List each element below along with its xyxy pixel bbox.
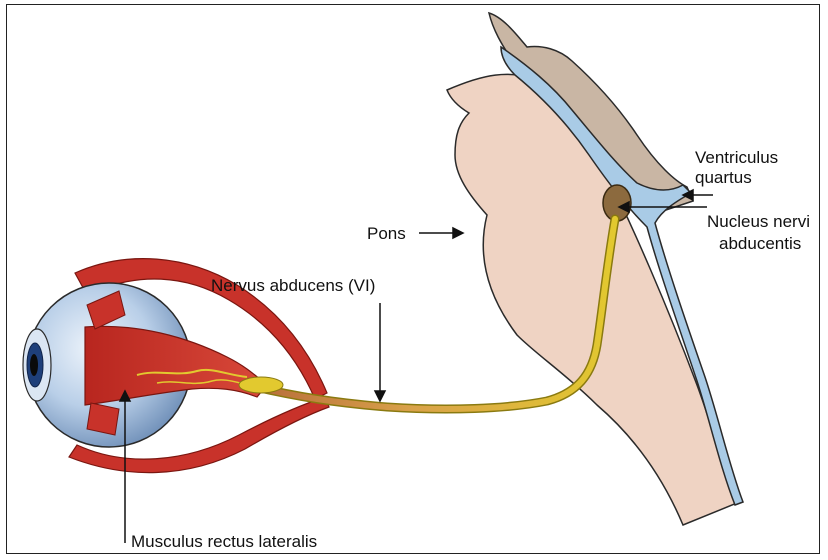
label-nucleus-line1: Nucleus nervi	[707, 212, 810, 231]
label-nucleus-line2: abducentis	[719, 234, 801, 253]
abducens-nerve-diagram: Ventriculus quartus Nucleus nervi abduce…	[7, 5, 820, 554]
label-ventriculus-line1: Ventriculus	[695, 148, 778, 167]
label-musculus-rectus: Musculus rectus lateralis	[131, 532, 317, 551]
pupil-icon	[30, 354, 38, 376]
muscle-stub-bottom	[87, 403, 119, 435]
label-pons: Pons	[367, 224, 406, 243]
nerve-entry-swelling	[239, 377, 283, 393]
diagram-frame: Ventriculus quartus Nucleus nervi abduce…	[6, 4, 820, 554]
label-nervus-abducens: Nervus abducens (VI)	[211, 276, 375, 295]
label-ventriculus-line2: quartus	[695, 168, 752, 187]
